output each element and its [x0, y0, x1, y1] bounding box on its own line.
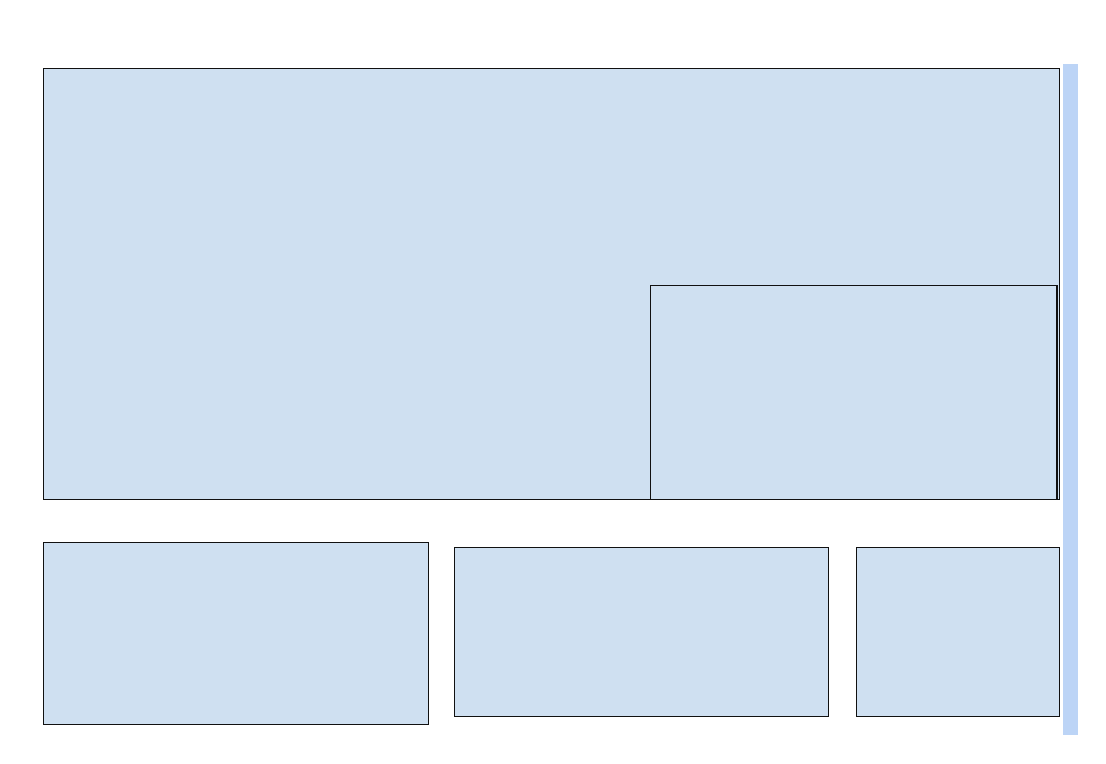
bottom-right-panel: [856, 547, 1060, 717]
vertical-scrollbar[interactable]: [1063, 64, 1078, 735]
bottom-center-panel: [454, 547, 829, 717]
bottom-left-panel: [43, 542, 429, 725]
inset-panel: [650, 285, 1058, 500]
